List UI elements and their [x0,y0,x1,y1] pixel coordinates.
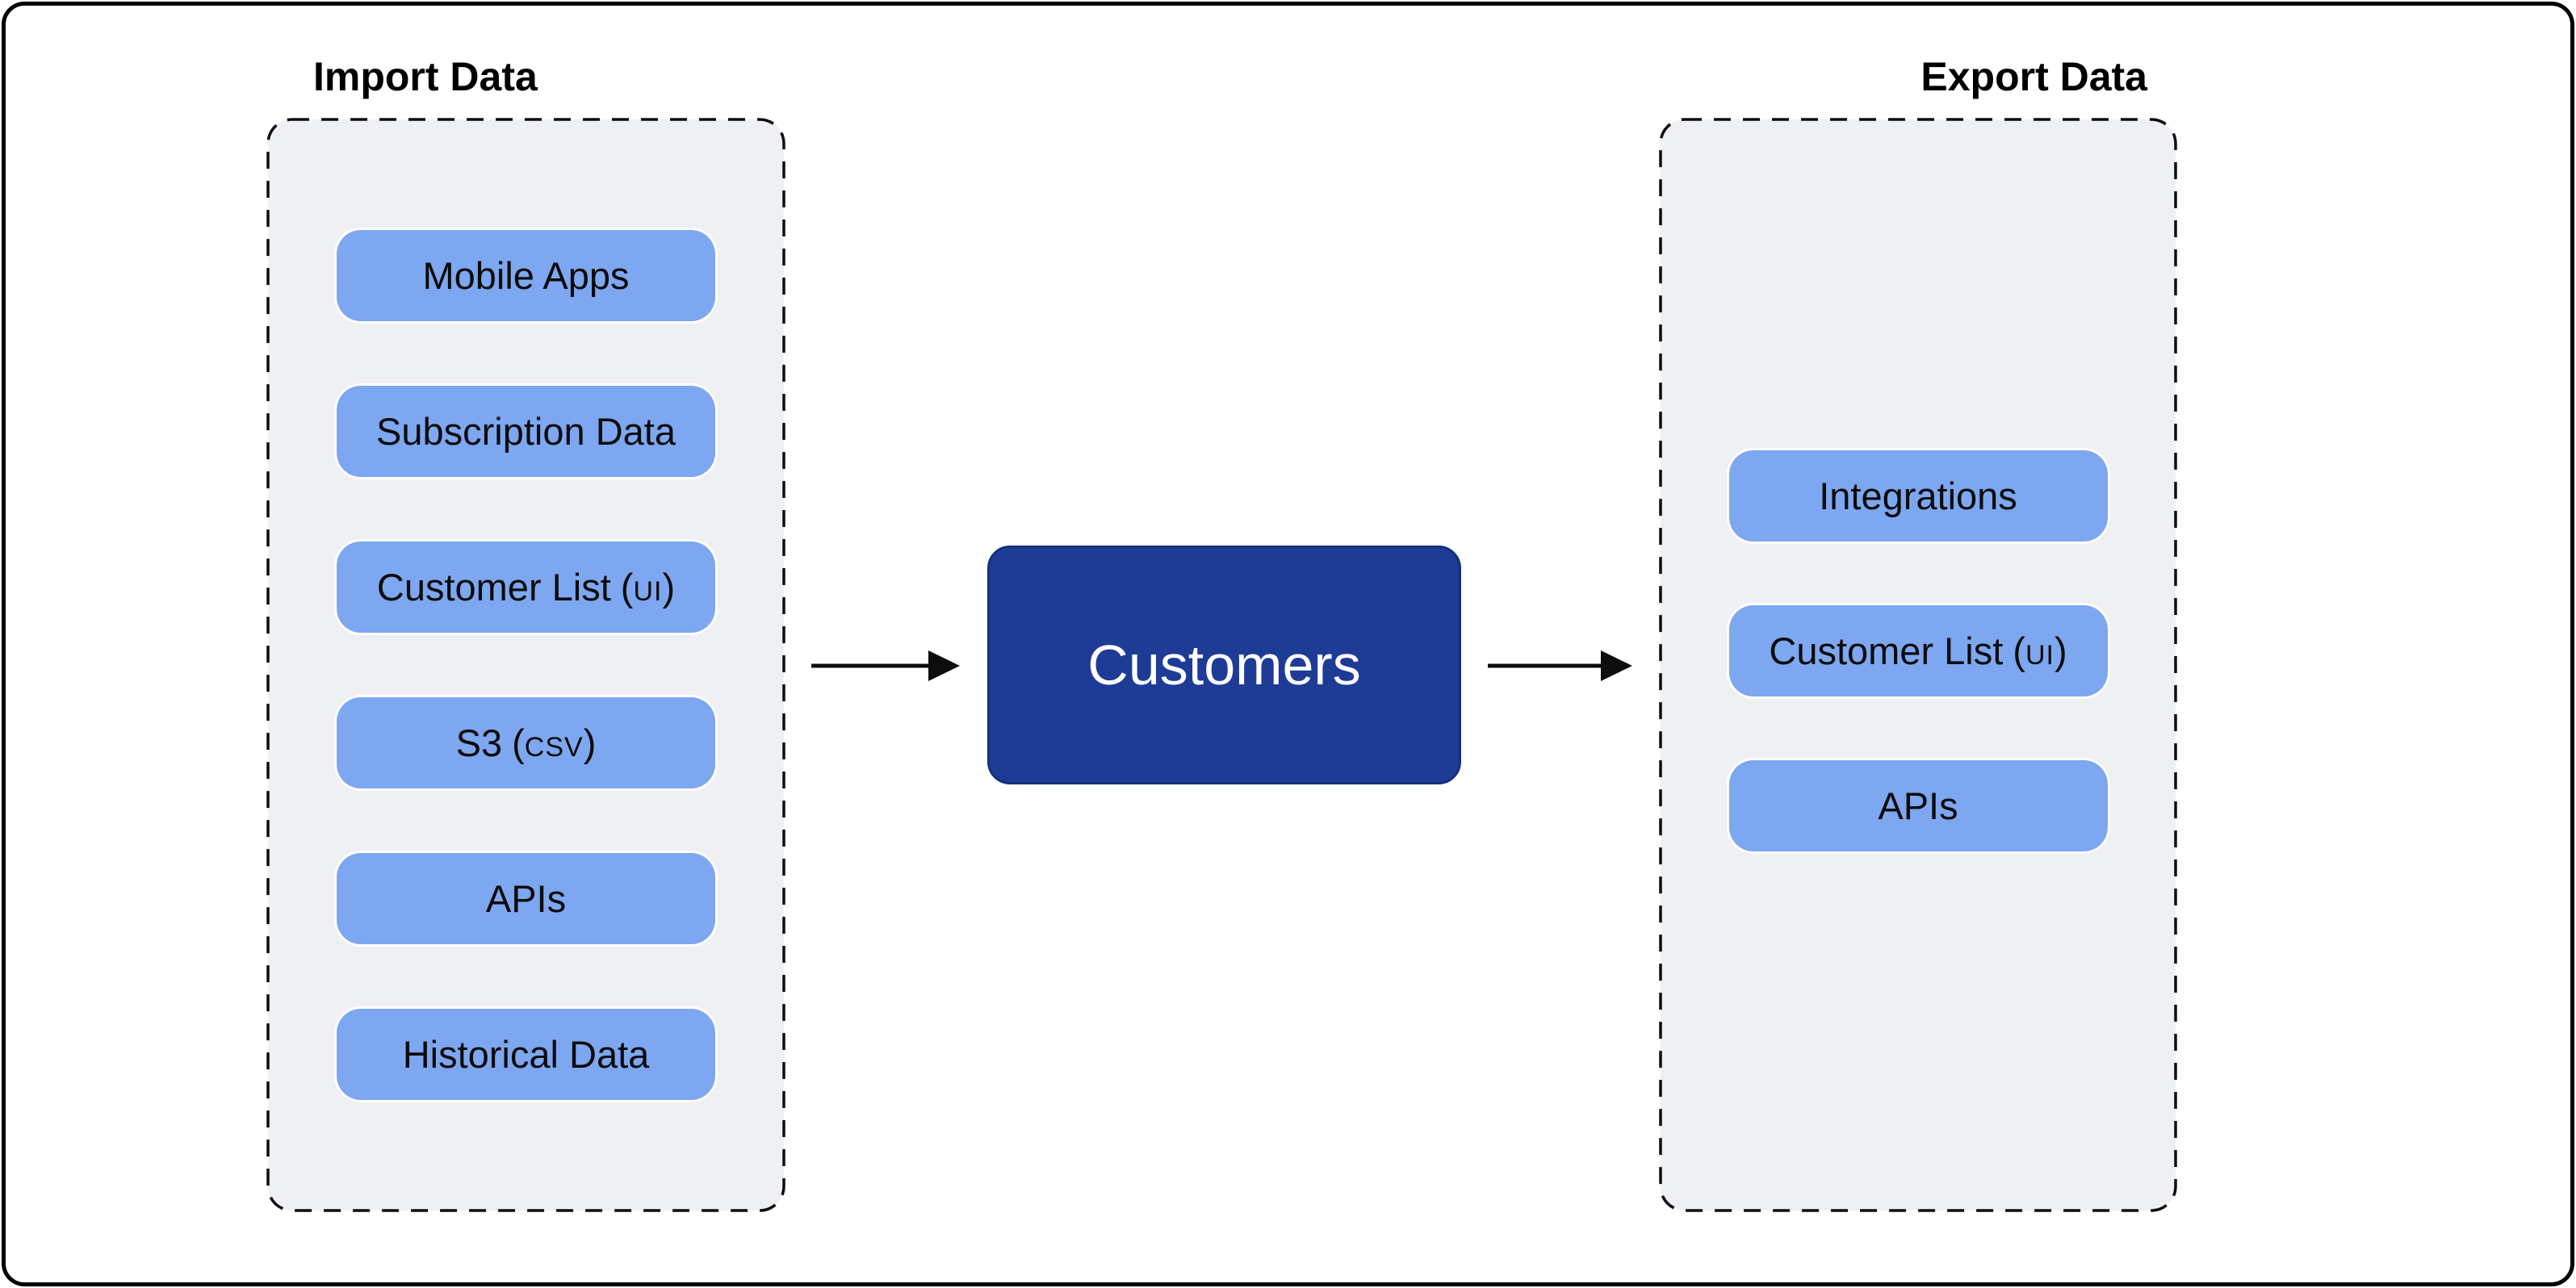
node-customer-list: Customer List(UI) [337,542,715,633]
suffix-text: CSV [524,732,584,763]
node-mobile-apps: Mobile Apps [337,230,715,321]
node-suffix: (CSV) [512,721,596,764]
node-suffix: (UI) [2013,629,2067,672]
suffix-text: UI [2025,640,2055,671]
paren-open: ( [620,566,634,608]
node-integrations: Integrations [1728,450,2108,542]
paren-close: ) [662,566,676,608]
node-label: APIs [485,877,567,920]
node-customer-list: Customer List(UI) [1728,605,2108,696]
arrow-import-to-customers [811,650,960,681]
node-label: Customer List [376,566,611,608]
node-apis: APIs [1728,760,2108,851]
paren-close: ) [2054,629,2067,672]
arrow-import-head-icon [928,650,960,681]
node-customers: Customers [987,546,1461,784]
import-panel-title: Import Data [313,54,538,99]
node-apis: APIs [337,853,715,944]
node-label: S3 [455,721,503,764]
export-panel-title: Export Data [1920,54,2147,99]
node-label: Mobile Apps [422,254,630,297]
customers-label: Customers [1087,634,1361,696]
arrow-customers-to-export [1488,650,1632,681]
suffix-text: UI [633,576,663,607]
node-label: Subscription Data [376,410,676,453]
paren-open: ( [512,721,525,764]
node-historical-data: Historical Data [337,1009,715,1100]
node-label: Historical Data [402,1033,650,1076]
node-suffix: (UI) [621,566,675,608]
node-subscription-data: Subscription Data [337,386,715,477]
node-label: Integrations [1819,475,2017,517]
paren-close: ) [583,721,597,764]
node-s3: S3(CSV) [337,697,715,788]
node-label: APIs [1878,784,1958,827]
node-label: Customer List [1769,629,2004,672]
paren-open: ( [2013,629,2025,672]
arrow-export-head-icon [1601,650,1632,681]
